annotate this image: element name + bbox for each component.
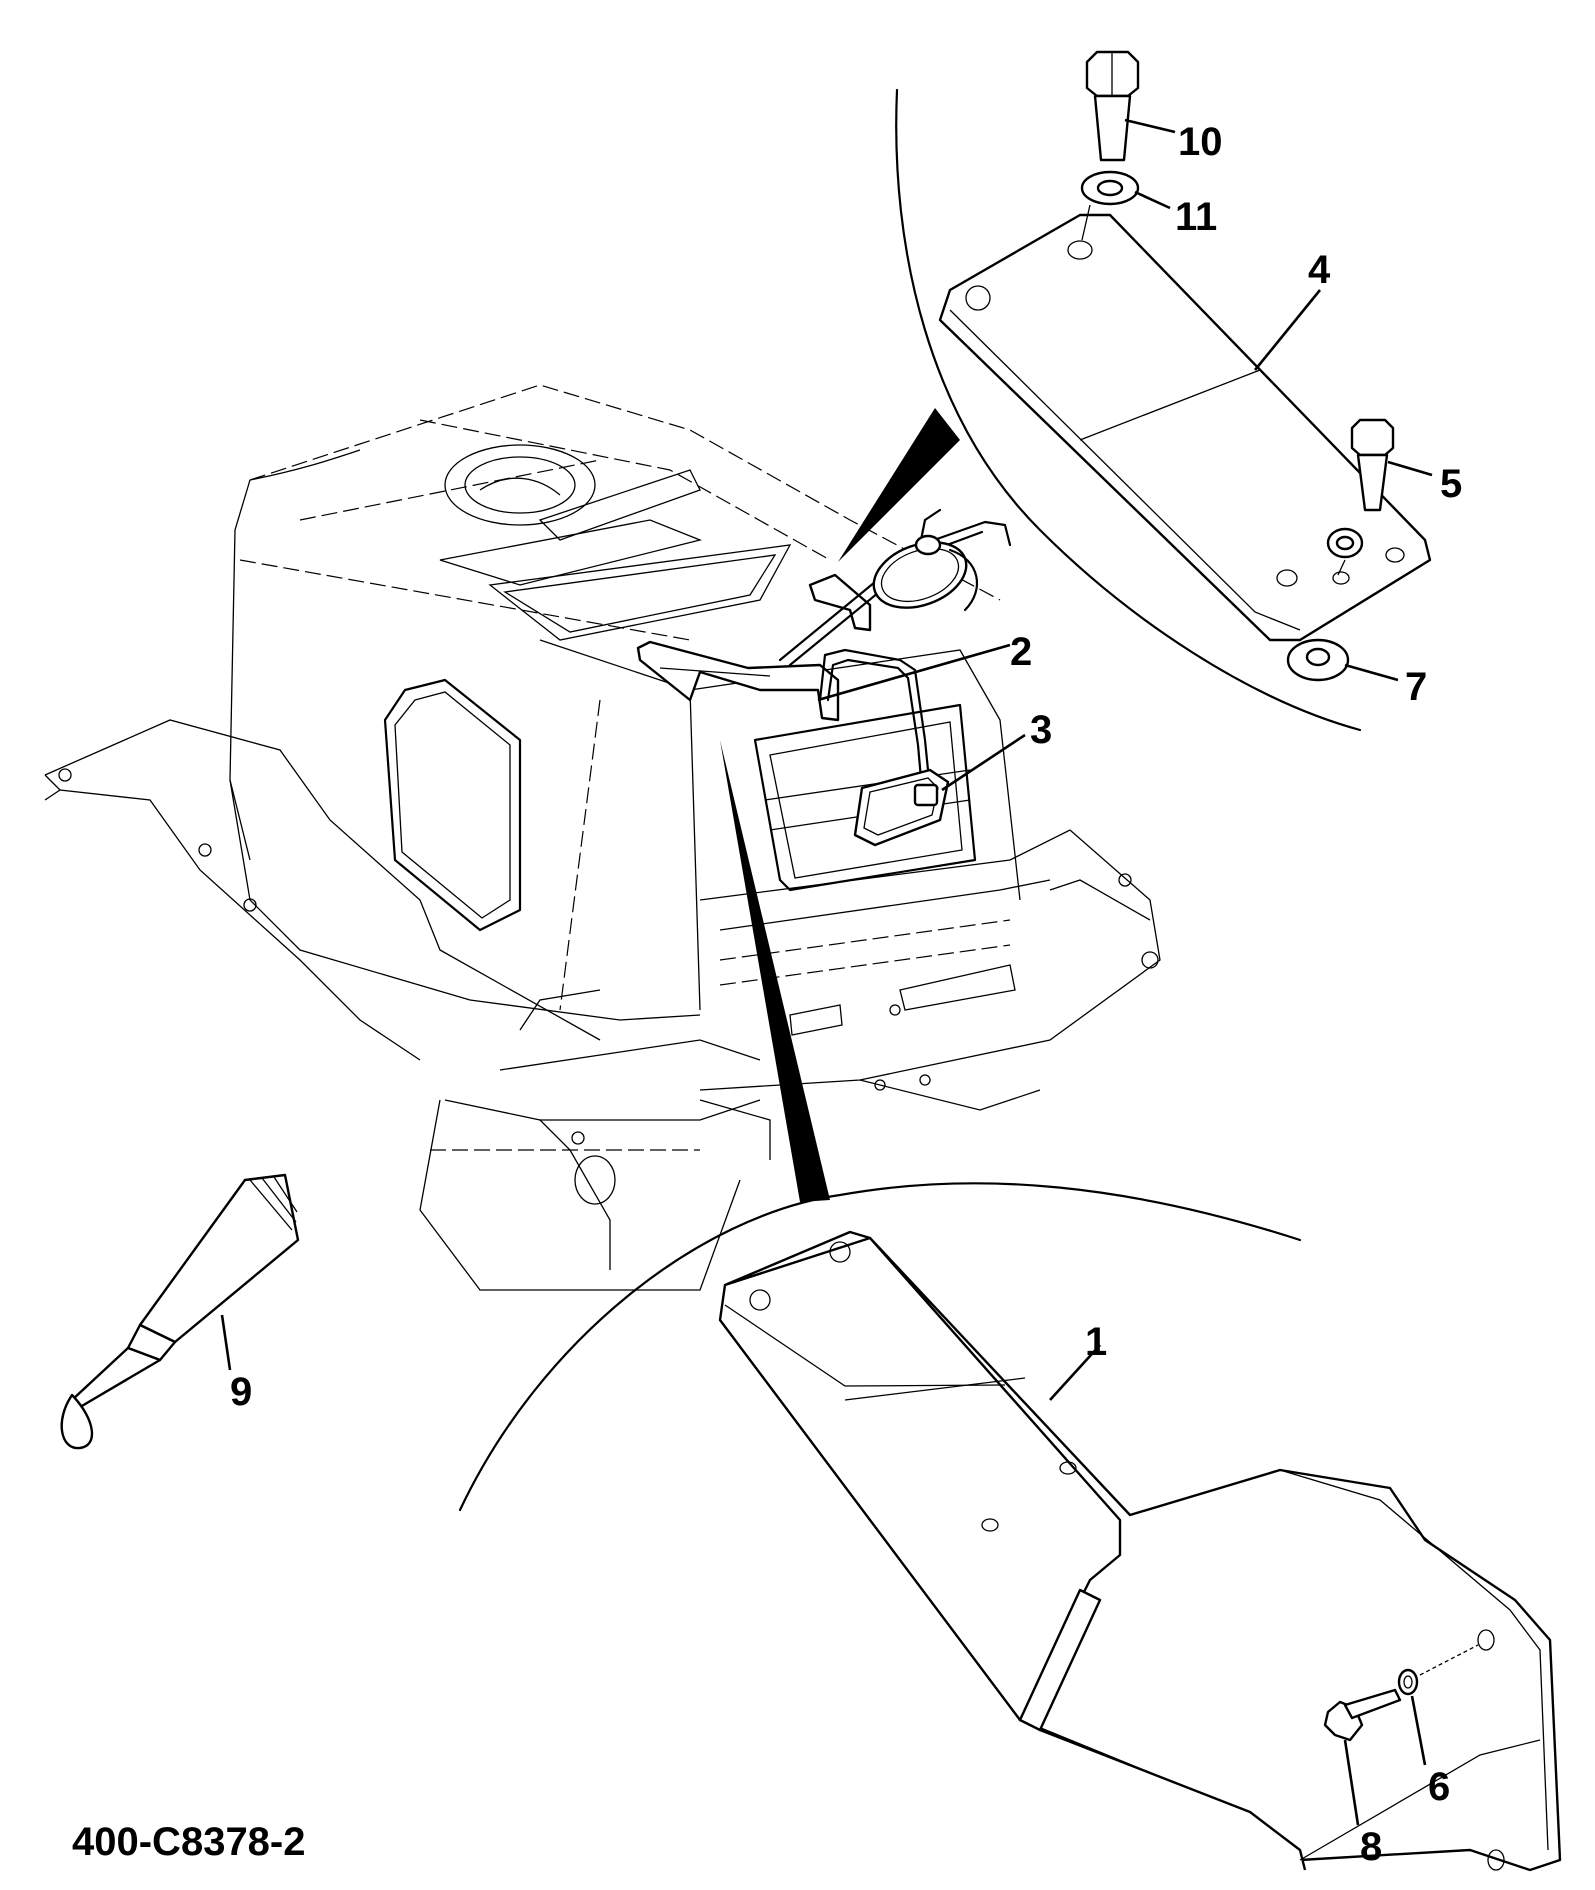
detail-view-lower	[458, 1182, 1562, 1872]
callout-10: 10	[1178, 120, 1223, 164]
leader-lines	[220, 118, 1433, 1826]
callout-4: 4	[1308, 248, 1331, 292]
callout-1: 1	[1085, 1320, 1107, 1364]
callout-11: 11	[1175, 195, 1217, 239]
machine-rear-body	[44, 384, 1161, 1291]
mirror-assembly	[636, 508, 1012, 847]
callout-2: 2	[1010, 630, 1032, 674]
callout-9: 9	[230, 1370, 252, 1414]
drawing-number: 400-C8378-2	[72, 1820, 306, 1864]
callout-5: 5	[1440, 462, 1462, 506]
callout-7: 7	[1405, 665, 1427, 709]
detail-view-upper	[895, 50, 1432, 732]
detail-view-indicators	[720, 408, 960, 1202]
callout-8: 8	[1360, 1825, 1382, 1869]
callout-labels: 1 2 3 4 5 6 7 8 9 10 11	[230, 120, 1462, 1869]
callout-6: 6	[1428, 1765, 1450, 1809]
sealant-tube	[60, 1173, 300, 1450]
callout-3: 3	[1030, 708, 1052, 752]
